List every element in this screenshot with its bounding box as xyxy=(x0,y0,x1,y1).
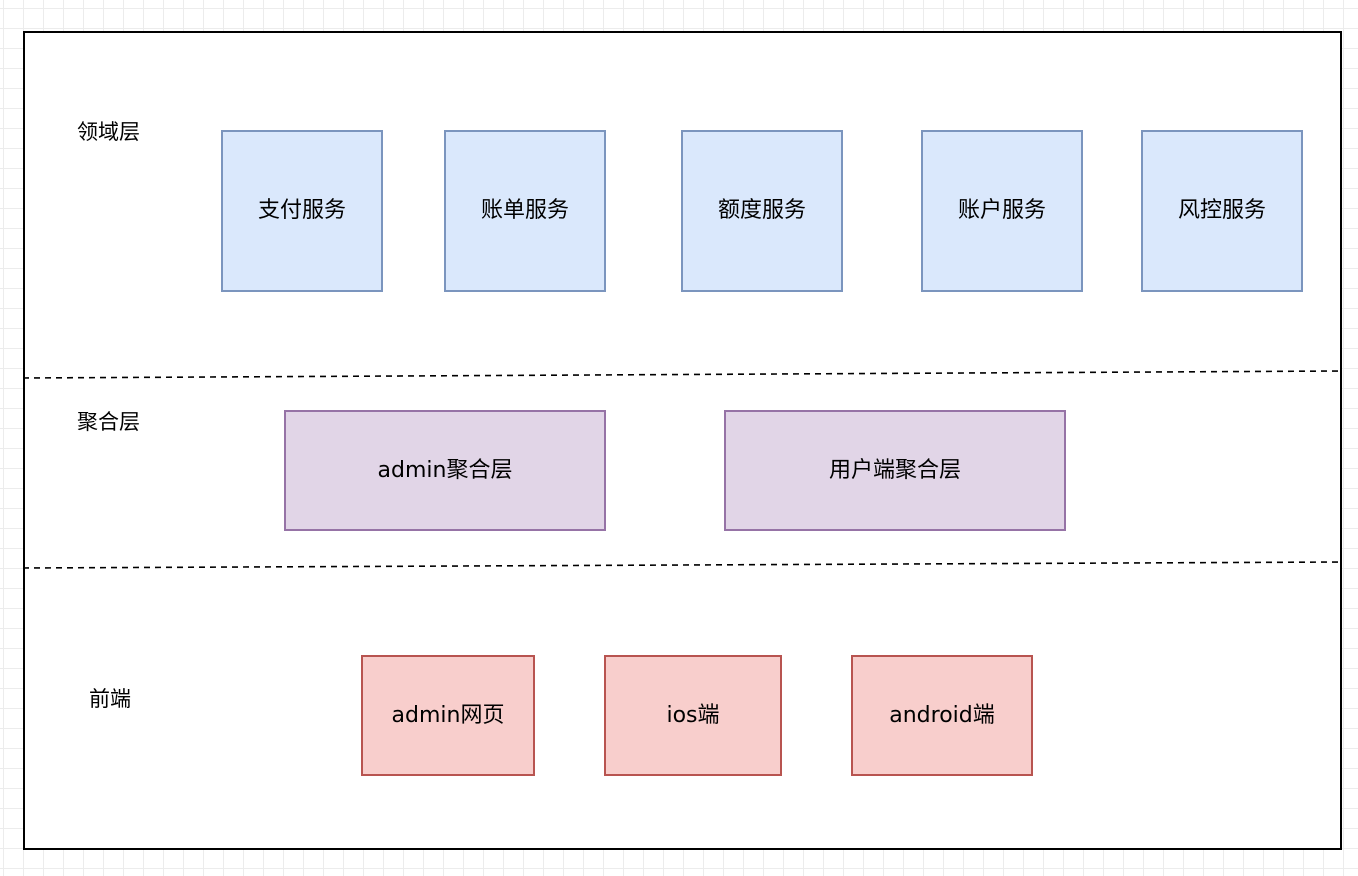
layer-label-domain: 领域层 xyxy=(77,120,140,144)
domain-service-label: 额度服务 xyxy=(717,198,806,223)
layer-label-frontend: 前端 xyxy=(89,687,131,711)
frontend-android[interactable]: android端 xyxy=(851,655,1033,776)
frontend-label: ios端 xyxy=(666,702,720,728)
domain-service-billing[interactable]: 账单服务 xyxy=(444,130,606,292)
domain-service-label: 风控服务 xyxy=(1177,198,1266,223)
domain-service-quota[interactable]: 额度服务 xyxy=(681,130,843,292)
aggregation-label: 用户端聚合层 xyxy=(828,457,961,483)
domain-service-label: 支付服务 xyxy=(257,198,346,223)
domain-service-account[interactable]: 账户服务 xyxy=(921,130,1083,292)
layer-label-aggregation: 聚合层 xyxy=(77,410,140,434)
domain-service-payment[interactable]: 支付服务 xyxy=(221,130,383,292)
aggregation-admin[interactable]: admin聚合层 xyxy=(284,410,606,531)
frontend-admin-web[interactable]: admin网页 xyxy=(361,655,535,776)
aggregation-user-client[interactable]: 用户端聚合层 xyxy=(724,410,1066,531)
domain-service-label: 账户服务 xyxy=(957,198,1046,223)
aggregation-label: admin聚合层 xyxy=(377,457,513,483)
domain-service-label: 账单服务 xyxy=(480,198,569,223)
frontend-label: android端 xyxy=(889,702,995,728)
frontend-ios[interactable]: ios端 xyxy=(604,655,782,776)
frontend-label: admin网页 xyxy=(391,702,505,728)
domain-service-risk-control[interactable]: 风控服务 xyxy=(1141,130,1303,292)
